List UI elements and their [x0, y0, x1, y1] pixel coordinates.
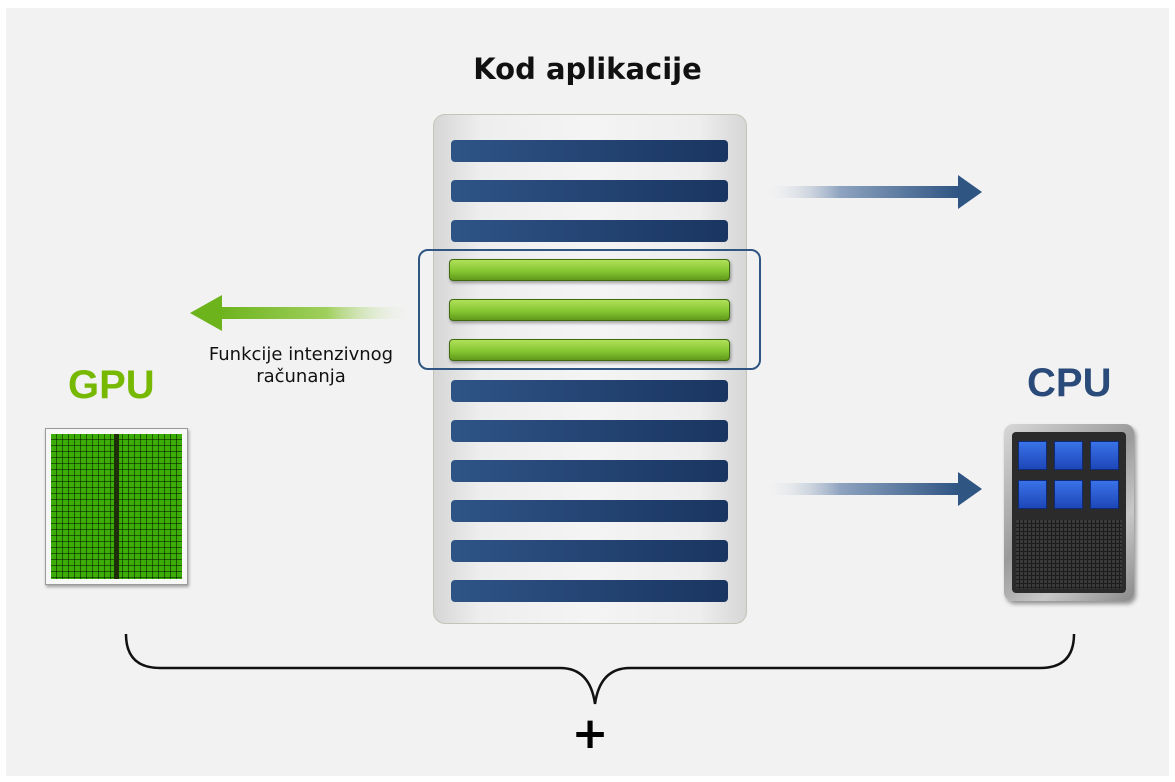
code-line-cpu — [451, 540, 728, 562]
cpu-core — [1018, 480, 1047, 509]
cpu-core — [1090, 441, 1119, 470]
cpu-label: CPU — [1027, 361, 1112, 405]
code-line-cpu — [451, 180, 728, 202]
code-line-gpu — [449, 339, 730, 361]
cpu-core — [1054, 480, 1083, 509]
arrow-to-cpu-icon — [762, 175, 982, 209]
code-line-cpu — [451, 380, 728, 402]
code-line-cpu — [451, 500, 728, 522]
compute-intensive-label: Funkcije intenzivnog računanja — [186, 344, 416, 388]
compute-intensive-highlight — [418, 249, 761, 370]
arrow-to-gpu-icon — [190, 295, 415, 331]
code-line-cpu — [451, 460, 728, 482]
plus-sign: + — [571, 708, 609, 759]
code-line-cpu — [451, 420, 728, 442]
gpu-chip-icon — [45, 428, 188, 585]
cpu-core — [1090, 480, 1119, 509]
code-line-cpu — [451, 140, 728, 162]
cpu-cache — [1016, 520, 1122, 589]
combine-brace-icon — [124, 633, 1076, 705]
gpu-core-grid — [51, 434, 182, 579]
arrow-to-cpu-icon — [762, 472, 982, 506]
compute-label-line2: računanja — [256, 366, 346, 387]
cpu-core — [1054, 441, 1083, 470]
gpu-label: GPU — [68, 363, 155, 407]
code-line-gpu — [449, 299, 730, 321]
cpu-chip-icon — [1004, 424, 1134, 601]
cpu-core — [1018, 441, 1047, 470]
code-line-cpu — [451, 220, 728, 242]
diagram-title: Kod aplikacije — [473, 52, 702, 86]
cpu-die — [1012, 432, 1126, 593]
code-line-cpu — [451, 580, 728, 602]
code-line-gpu — [449, 259, 730, 281]
compute-label-line1: Funkcije intenzivnog — [208, 344, 394, 365]
